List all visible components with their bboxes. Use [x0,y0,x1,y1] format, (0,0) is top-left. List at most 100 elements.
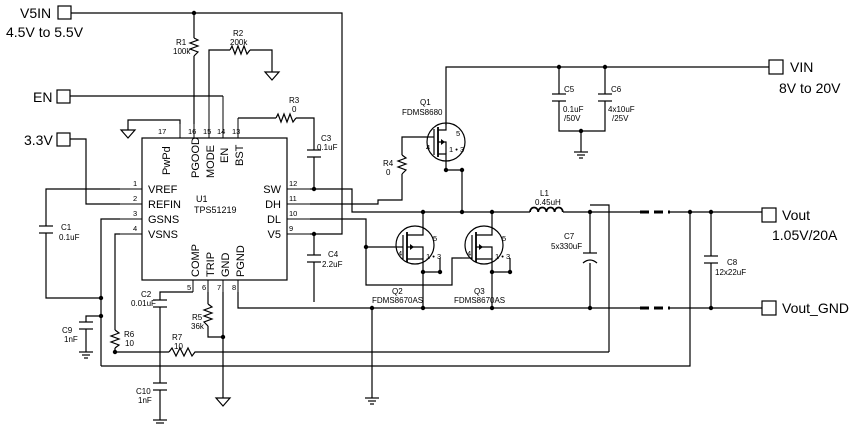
pin-num-dl: 10 [289,209,297,218]
pin-label-comp: COMP [190,244,202,277]
q2-source-pin: 1 • 3 [426,252,441,261]
ic-body [141,137,288,281]
pin-num-mode: 15 [203,127,211,136]
v33-port-box [56,132,71,147]
q3-gate-pin: 4 [467,249,471,258]
pin-label-pgood: PGOOD [190,137,202,178]
port-vout: Vout 1.05V/20A [761,207,838,243]
l1-ref: L1 [540,189,549,198]
pin-label-mode: MODE [205,145,217,178]
pin-label-v5: V5 [268,229,281,241]
r7-ref: R7 [172,333,183,342]
q3-drain-pin: 5 [502,234,506,243]
c9-ref: C9 [62,326,73,335]
vout-gnd-port-box [761,300,777,316]
pin-num-en: 14 [217,127,225,136]
ground-symbols [79,71,588,424]
wire-c7-sense [590,204,610,352]
r2-zigzag [229,44,251,56]
ic-ref: U1 [196,194,208,204]
pin-num-dh: 11 [289,194,297,203]
r3-zigzag [275,112,297,124]
wire-c1-bottom [45,236,101,299]
ground-icon [153,419,167,424]
c10-ref: C10 [136,387,151,396]
q2-gate-pin: 4 [398,249,402,258]
c5-ref: C5 [564,85,575,94]
wire-r2-left [208,49,230,96]
ground-icon [119,129,137,139]
wire-q3-source [491,258,511,273]
pin-num-gnd: 7 [217,283,221,292]
q1-drain-pin: 5 [456,129,460,138]
q3-source-pin: 1 • 3 [495,252,510,261]
vin-port-box [768,59,784,75]
r1-zigzag [188,37,200,57]
pin-num-vsns: 4 [133,224,137,233]
wire-vsns-r6 [114,233,120,330]
wire-c3-sw [310,161,315,190]
r3-ref: R3 [289,96,300,105]
pin-label-pgnd: PGND [235,245,247,277]
pin-num-v5: 9 [289,224,293,233]
pin-label-pwpd: PwPd [161,146,173,175]
pin-label-gnd: GND [220,253,232,278]
c9-value: 1nF [64,335,78,344]
wire-v5in-rail [71,12,343,235]
r5-zigzag [202,303,214,327]
vout-range: 1.05V/20A [772,227,838,243]
ic-part: TPS51219 [194,205,237,215]
q2-ref: Q2 [392,287,403,296]
pin-num-vref: 1 [133,179,137,188]
wire-dl-q3 [365,247,462,286]
junction-dots [98,10,714,355]
c6-rating: /25V [612,114,629,123]
mosfet-q2: 4 5 1 • 3 Q2 FDMS8670AS [372,225,441,305]
c7-ref: C7 [564,232,575,241]
pin-num-trip: 6 [202,283,206,292]
c2-ref: C2 [141,290,152,299]
ground-icon [263,71,281,81]
pin-num-pgnd: 8 [232,283,236,292]
c4-value: 2.2uF [322,260,343,269]
pin-num-pgood: 16 [188,127,196,136]
pin-label-trip: TRIP [205,252,217,277]
q1-gate-pin: 4 [426,143,430,152]
vout-label: Vout [782,207,810,223]
v33-label: 3.3V [24,132,53,148]
q2-drain-pin: 5 [433,234,437,243]
c1-ref: C1 [61,223,72,232]
c8-ref: C8 [727,258,738,267]
wire-pgnd-rail [237,292,641,309]
wire-dh [310,174,403,205]
q3-part: FDMS8670AS [454,296,505,305]
ground-icon [79,351,93,359]
port-en: EN [33,89,71,105]
q1-ref: Q1 [420,98,431,107]
r1-value: 100k [173,47,191,56]
r5-value: 36k [191,322,205,331]
ground-icon [365,397,379,405]
ic-u1: U1 TPS51219 1 2 3 4 VREF REFIN GSNS VSNS… [120,96,310,292]
q1-part: FDMS8680 [402,108,443,117]
pin-num-refin: 2 [133,194,137,203]
port-v5in: V5IN 4.5V to 5.5V [6,5,84,40]
port-vin: VIN 8V to 20V [768,59,841,96]
mosfet-q1: 4 5 1 • 3 Q1 FDMS8680 [402,98,466,162]
q2-part: FDMS8670AS [372,296,423,305]
wire-r3-c3 [296,117,315,150]
wire-r4-gate [401,136,428,155]
c6-ref: C6 [611,85,622,94]
r2-value: 200k [230,38,248,47]
r4-ref: R4 [383,159,394,168]
wire-q2-source [422,258,441,273]
c5-value: 0.1uF [563,105,584,114]
pin-label-dh: DH [265,199,281,211]
resistors: R1 100k R2 200k R3 0 R4 0 R5 36k R6 10 R… [109,29,408,358]
r2-ref: R2 [233,29,244,38]
c2-value: 0.01uF [131,299,156,308]
r6-zigzag [109,329,121,349]
pin-num-bst: 13 [232,127,240,136]
en-port-box [56,89,71,104]
